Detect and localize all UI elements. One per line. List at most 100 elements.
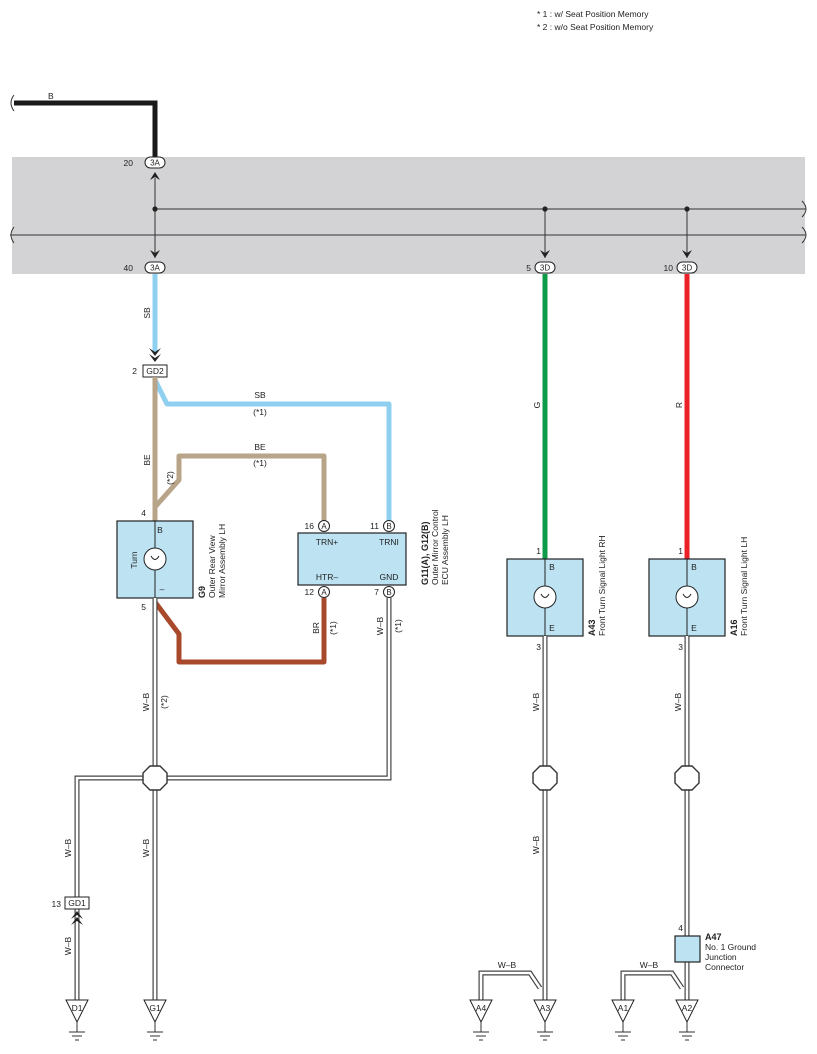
svg-text:W–B: W–B	[531, 692, 541, 711]
svg-text:A: A	[321, 588, 327, 597]
svg-text:(*1): (*1)	[253, 407, 267, 417]
ground-a1: A1	[611, 999, 635, 1041]
svg-text:A43: A43	[587, 619, 597, 636]
junction-block-panel	[12, 157, 805, 274]
svg-text:TRN+: TRN+	[316, 537, 338, 547]
svg-text:16: 16	[305, 521, 315, 531]
svg-text:G1: G1	[149, 1003, 161, 1013]
svg-text:E: E	[691, 623, 697, 633]
svg-text:Front Turn Signal Light LH: Front Turn Signal Light LH	[739, 537, 749, 636]
junction-internal-lines	[10, 178, 807, 258]
ground-a2: A2	[675, 999, 699, 1041]
svg-text:7: 7	[374, 587, 379, 597]
svg-text:3: 3	[536, 642, 541, 652]
svg-text:G: G	[532, 402, 542, 409]
jb-connector-10-3d: 10 3D	[664, 250, 698, 274]
svg-text:A47: A47	[705, 932, 722, 942]
svg-text:11: 11	[370, 521, 379, 531]
svg-text:GND: GND	[380, 572, 399, 582]
ground-a3: A3	[533, 999, 557, 1041]
svg-text:Turn: Turn	[129, 551, 139, 568]
g9-mirror-assembly: 4 B Turn – 5 G9 Outer Rear View Mirror A…	[116, 508, 227, 612]
wire-wb-left-group: W–B (*2) W–B (*1) W–B W–B W–B	[63, 598, 403, 1000]
svg-text:A3: A3	[540, 1003, 551, 1013]
svg-text:Outer Rear View: Outer Rear View	[207, 534, 217, 598]
a16-front-turn-signal-lh: 1 B E 3 A16 Front Turn Signal Light LH	[648, 537, 749, 652]
svg-text:W–B: W–B	[673, 692, 683, 711]
svg-text:4: 4	[678, 923, 683, 933]
note-2: * 2 : w/o Seat Position Memory	[537, 22, 654, 32]
svg-text:R: R	[674, 402, 684, 408]
svg-text:20: 20	[124, 158, 134, 168]
svg-text:(*1): (*1)	[393, 619, 403, 633]
svg-text:Mirror Assembly LH: Mirror Assembly LH	[217, 524, 227, 598]
svg-text:A: A	[321, 522, 327, 531]
svg-text:W–B: W–B	[531, 835, 541, 854]
svg-text:B: B	[386, 522, 391, 531]
svg-text:(*1): (*1)	[328, 621, 338, 635]
ground-d1: D1	[65, 999, 89, 1041]
svg-text:10: 10	[664, 263, 674, 273]
svg-text:3A: 3A	[150, 159, 160, 168]
svg-text:13: 13	[52, 899, 62, 909]
svg-text:2: 2	[132, 366, 137, 376]
svg-text:W–B: W–B	[640, 960, 659, 970]
wire-wb-a16-group: W–B W–B	[620, 636, 700, 1000]
svg-text:5: 5	[141, 602, 146, 612]
svg-text:BR: BR	[311, 622, 321, 634]
svg-text:12: 12	[305, 587, 315, 597]
a47-ground-junction-connector: 4 A47 No. 1 Ground Junction Connector	[674, 923, 756, 972]
svg-text:–: –	[160, 584, 165, 594]
wire-g: G	[532, 274, 548, 559]
svg-text:(*2): (*2)	[165, 471, 175, 485]
svg-text:No. 1 Ground: No. 1 Ground	[705, 942, 756, 952]
svg-text:W–B: W–B	[375, 616, 385, 635]
svg-text:(*2): (*2)	[159, 695, 169, 709]
ground-a4: A4	[469, 999, 493, 1041]
wire-sb-ecu: SB (*1)	[152, 378, 392, 521]
svg-text:GD1: GD1	[68, 898, 86, 908]
note-1: * 1 : w/ Seat Position Memory	[537, 9, 649, 19]
wire-sb-down: SB	[142, 274, 161, 362]
svg-text:W–B: W–B	[63, 936, 73, 955]
ground-g1: G1	[143, 999, 167, 1041]
svg-text:40: 40	[124, 263, 134, 273]
wire-r: R	[674, 274, 690, 559]
wire-label-b: B	[48, 91, 54, 101]
svg-text:5: 5	[526, 263, 531, 273]
svg-text:ECU Assembly LH: ECU Assembly LH	[440, 515, 450, 585]
jb-connector-5-3d: 5 3D	[526, 250, 556, 274]
svg-text:SB: SB	[254, 390, 266, 400]
svg-text:A2: A2	[682, 1003, 693, 1013]
svg-text:B: B	[386, 588, 391, 597]
svg-text:A1: A1	[618, 1003, 629, 1013]
svg-text:1: 1	[678, 546, 683, 556]
wire-br: BR (*1)	[153, 598, 338, 665]
svg-text:(*1): (*1)	[253, 458, 267, 468]
a43-front-turn-signal-rh: 1 B E 3 A43 Front Turn Signal Light RH	[506, 535, 607, 652]
svg-text:BE: BE	[142, 454, 152, 466]
svg-text:G11(A), G12(B): G11(A), G12(B)	[420, 521, 430, 585]
svg-text:Junction: Junction	[705, 952, 737, 962]
svg-text:B: B	[691, 562, 697, 572]
svg-text:A16: A16	[729, 619, 739, 636]
svg-text:SB: SB	[142, 307, 152, 319]
svg-text:HTR–: HTR–	[316, 572, 338, 582]
svg-text:D1: D1	[72, 1003, 83, 1013]
svg-text:Connector: Connector	[705, 962, 744, 972]
wire-b: B	[10, 91, 158, 160]
svg-text:BE: BE	[254, 442, 266, 452]
jb-connector-40-3a: 40 3A	[124, 250, 166, 274]
svg-text:B: B	[157, 525, 163, 535]
connector-gd2: 2 GD2	[132, 364, 168, 378]
svg-text:3A: 3A	[150, 264, 160, 273]
notes: * 1 : w/ Seat Position Memory * 2 : w/o …	[537, 9, 654, 32]
svg-text:3: 3	[678, 642, 683, 652]
svg-text:A4: A4	[476, 1003, 487, 1013]
svg-text:4: 4	[141, 508, 146, 518]
svg-text:3D: 3D	[682, 264, 692, 273]
outer-mirror-control-ecu: 16 A TRN+ 11 B TRNI HTR– 12 A GND 7 B G1…	[297, 509, 450, 598]
svg-text:1: 1	[536, 546, 541, 556]
svg-text:3D: 3D	[540, 264, 550, 273]
